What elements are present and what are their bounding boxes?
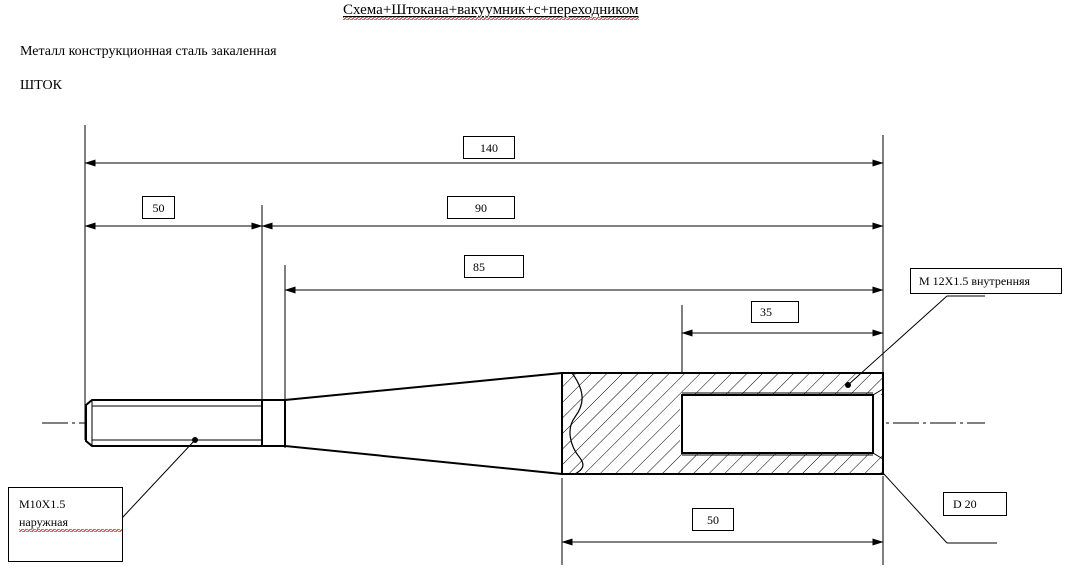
taper-section bbox=[284, 371, 563, 476]
collar-section bbox=[261, 399, 286, 447]
extension-lines bbox=[84, 125, 884, 565]
page-title: Схема+Штокана+вакуумник+с+переходником bbox=[343, 2, 639, 20]
section-hatch-bottom-wall bbox=[680, 453, 883, 474]
dimension-value-140: 140 bbox=[480, 140, 498, 155]
dimension-value-35: 35 bbox=[760, 305, 772, 319]
section-hatch-solid bbox=[562, 373, 680, 474]
page-title-text: Схема+Штокана+вакуумник+с+переходником bbox=[343, 2, 639, 20]
break-line bbox=[569, 372, 584, 475]
dimension-label-thread-length: 50 bbox=[142, 196, 175, 219]
leader-external-thread bbox=[121, 439, 196, 519]
callout-outer-diameter: D 20 bbox=[943, 492, 1007, 516]
dimension-value-50-top: 50 bbox=[152, 200, 165, 215]
leader-internal-thread bbox=[847, 295, 985, 386]
material-note: Металл конструкционная сталь закаленная bbox=[20, 44, 277, 59]
leader-dot-internal-thread bbox=[845, 382, 851, 388]
dimension-label-taper-length: 85 bbox=[464, 255, 524, 278]
dimension-label-body-length: 90 bbox=[447, 196, 515, 219]
callout-internal-thread-text: M 12X1.5 внутренняя bbox=[919, 273, 1031, 288]
callout-external-thread-line2: наружная bbox=[19, 515, 122, 532]
dimension-label-overall-length: 140 bbox=[463, 136, 515, 159]
callout-external-thread-line1: M10X1.5 bbox=[19, 497, 66, 511]
internal-bore bbox=[681, 388, 884, 460]
callout-external-thread: M10X1.5 наружная bbox=[8, 487, 123, 562]
callout-outer-diameter-text: D 20 bbox=[953, 496, 977, 511]
leader-dot-external-thread bbox=[192, 437, 198, 443]
callout-internal-thread: M 12X1.5 внутренняя bbox=[910, 268, 1062, 294]
threaded-rod-section bbox=[85, 399, 263, 447]
dimension-value-85: 85 bbox=[473, 259, 485, 274]
dimension-label-head-length: 50 bbox=[692, 508, 734, 531]
dimension-label-bore-depth: 35 bbox=[751, 301, 799, 323]
dimension-value-90: 90 bbox=[475, 200, 487, 215]
section-hatch-top-wall bbox=[680, 373, 883, 395]
part-name-label: ШТОК bbox=[20, 78, 62, 93]
dimension-value-50-bottom: 50 bbox=[707, 512, 719, 527]
leader-outer-diameter bbox=[882, 472, 997, 544]
